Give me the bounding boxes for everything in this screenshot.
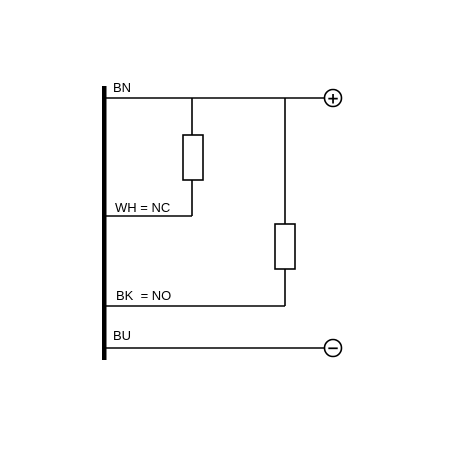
resistor-nc xyxy=(182,134,204,181)
bus-bar xyxy=(102,86,107,360)
negative-terminal: − xyxy=(323,338,343,358)
label-wh: WH = NC xyxy=(115,200,170,215)
negative-terminal-symbol: − xyxy=(327,339,340,357)
resistor-no xyxy=(274,223,296,270)
label-bn: BN xyxy=(113,80,131,95)
label-bk: BK = NO xyxy=(116,288,171,303)
positive-terminal: + xyxy=(323,88,343,108)
label-bu: BU xyxy=(113,328,131,343)
positive-terminal-symbol: + xyxy=(327,90,340,108)
